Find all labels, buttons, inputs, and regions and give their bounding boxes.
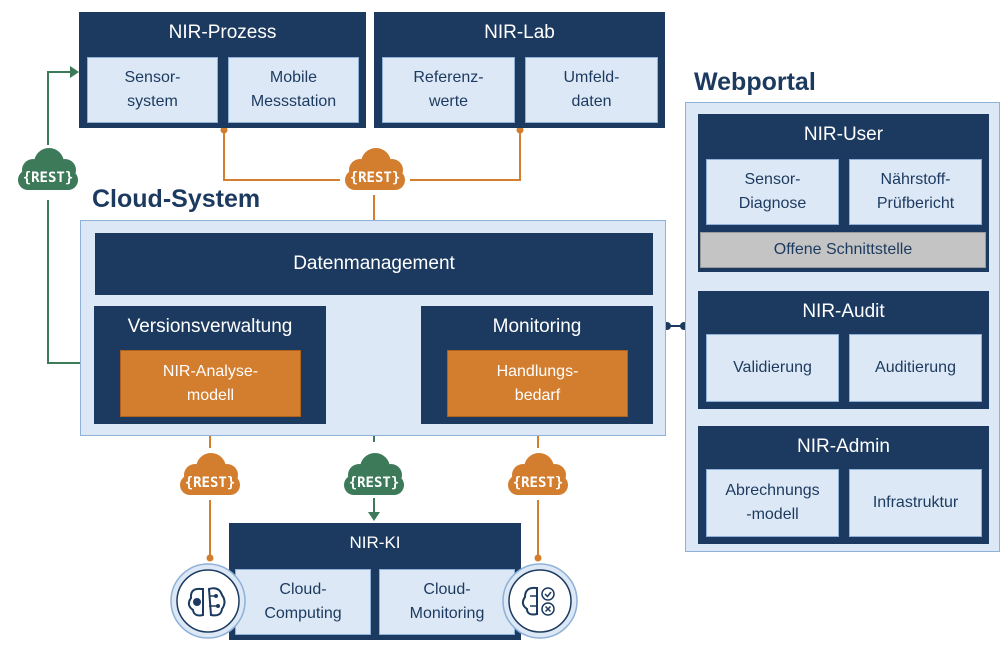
connector-lab-rest [410, 128, 521, 181]
validierung-box: Validierung [706, 334, 839, 402]
cloud-icon [18, 148, 78, 190]
cloud-monitoring-box: Cloud- Monitoring [379, 569, 515, 635]
cloud-icon [508, 453, 568, 495]
nir-audit-box: NIR-Audit Validierung Auditierung [698, 291, 989, 409]
rest-label: {REST} [348, 475, 400, 491]
nir-lab-box: NIR-Lab Referenz- werte Umfeld- daten [374, 12, 665, 128]
webportal-panel: NIR-User Sensor- Diagnose Nährstoff- Prü… [685, 102, 1000, 552]
connector-dot [516, 126, 524, 134]
abrechnungsmodell-box: Abrechnungs -modell [706, 469, 839, 537]
datenmanagement-box: Datenmanagement [95, 233, 653, 295]
arrow-head [70, 66, 79, 78]
webportal-title: Webportal [694, 68, 816, 96]
brain-gear-icon [170, 563, 246, 639]
nir-user-title: NIR-User [803, 124, 884, 145]
nir-prozess-box: NIR-Prozess Sensor- system Mobile Messst… [79, 12, 366, 128]
nir-prozess-title: NIR-Prozess [168, 22, 277, 43]
cloud-system-title: Cloud-System [92, 185, 261, 213]
nir-user-box: NIR-User Sensor- Diagnose Nährstoff- Prü… [698, 114, 989, 272]
datenmanagement-label: Datenmanagement [293, 253, 455, 274]
nir-admin-box: NIR-Admin Abrechnungs -modell Infrastruk… [698, 426, 989, 544]
rest-label: {REST} [349, 170, 401, 186]
rest-label: {REST} [512, 475, 564, 491]
connector-prozess-rest [223, 128, 340, 181]
monitoring-title: Monitoring [492, 316, 582, 337]
versionsverwaltung-title: Versionsverwaltung [127, 316, 293, 337]
rest-cloud-orange-top: {REST} [338, 143, 412, 195]
umfelddaten-box: Umfeld- daten [525, 57, 658, 123]
connector-versionsverwaltung-prozess [47, 200, 92, 364]
nir-lab-title: NIR-Lab [484, 22, 555, 43]
monitoring-box: Monitoring Handlungs- bedarf [421, 306, 653, 424]
nir-admin-title: NIR-Admin [797, 436, 890, 457]
cloud-computing-box: Cloud- Computing [235, 569, 371, 635]
sensor-diagnose-box: Sensor- Diagnose [706, 159, 839, 225]
offene-schnittstelle-box: Offene Schnittstelle [700, 232, 986, 268]
infrastruktur-box: Infrastruktur [849, 469, 982, 537]
handlungsbedarf-box: Handlungs- bedarf [447, 350, 628, 417]
cloud-icon [345, 148, 405, 190]
arrow-head [368, 512, 380, 521]
cloud-system-panel: Datenmanagement Versionsverwaltung NIR-A… [80, 220, 666, 436]
rest-cloud-orange-bottom-left: {REST} [173, 448, 247, 500]
connector-rest-prozess [47, 71, 72, 145]
cloud-icon [180, 453, 240, 495]
cloud-icon [344, 453, 404, 495]
brain-check-icon [502, 563, 578, 639]
rest-cloud-green-left: {REST} [11, 143, 85, 195]
rest-label: {REST} [184, 475, 236, 491]
connector-dot [220, 126, 228, 134]
nir-analysemodell-box: NIR-Analyse- modell [120, 350, 301, 417]
sensor-system-box: Sensor- system [87, 57, 218, 123]
connector-dot [206, 554, 214, 562]
rest-cloud-green-center: {REST} [337, 448, 411, 500]
rest-cloud-orange-bottom-right: {REST} [501, 448, 575, 500]
mobile-messstation-box: Mobile Messstation [228, 57, 359, 123]
connector-dot [534, 554, 542, 562]
referenzwerte-box: Referenz- werte [382, 57, 515, 123]
rest-label: {REST} [22, 170, 74, 186]
nir-ki-box: NIR-KI Cloud- Computing Cloud- Monitorin… [229, 523, 521, 640]
naehrstoff-pruefbericht-box: Nährstoff- Prüfbericht [849, 159, 982, 225]
versionsverwaltung-box: Versionsverwaltung NIR-Analyse- modell [94, 306, 326, 424]
auditierung-box: Auditierung [849, 334, 982, 402]
nir-audit-title: NIR-Audit [802, 301, 885, 322]
nir-ki-title: NIR-KI [349, 533, 401, 552]
